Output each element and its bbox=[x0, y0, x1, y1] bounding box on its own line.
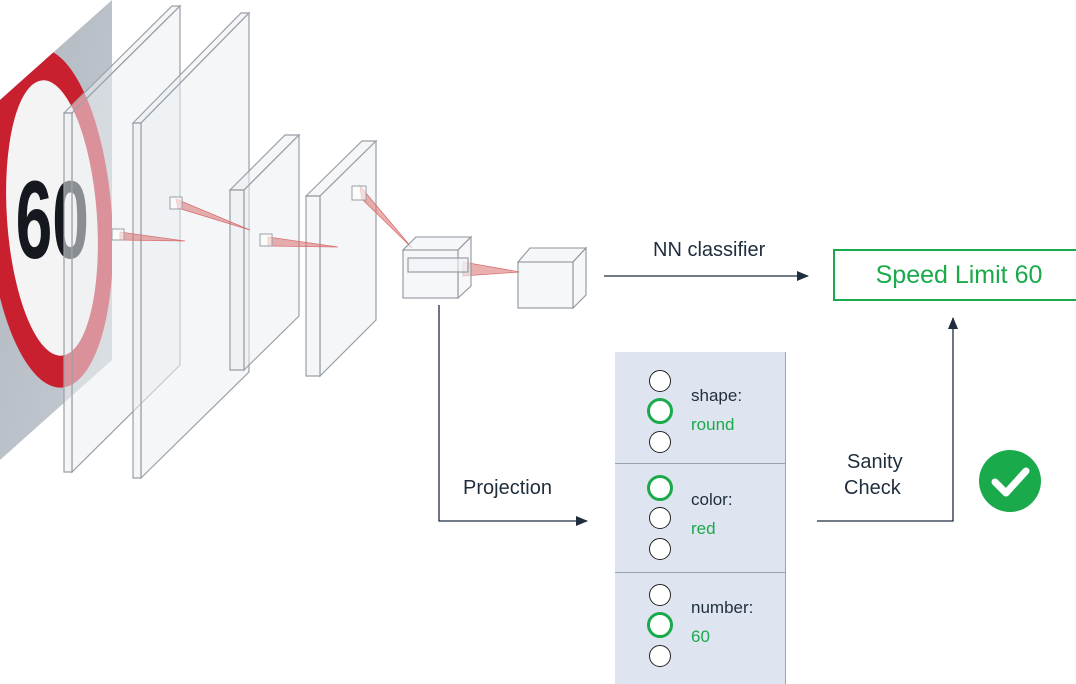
attribute-value-color: red bbox=[691, 519, 716, 538]
conv-layer-3 bbox=[228, 133, 301, 372]
concept-option-circle-selected bbox=[647, 398, 673, 424]
concept-option-circle bbox=[649, 538, 671, 560]
conv-layer-2 bbox=[131, 11, 251, 480]
concept-option-circle bbox=[649, 645, 671, 667]
concept-option-circle bbox=[649, 370, 671, 392]
sanity-check-arrow bbox=[817, 317, 958, 522]
sanity-check-label-line2: Check bbox=[844, 477, 901, 499]
feature-cube-2 bbox=[516, 246, 588, 310]
projection-arrow bbox=[438, 305, 588, 526]
check-circle-icon bbox=[979, 450, 1041, 512]
attribute-name-color: color: bbox=[691, 490, 733, 509]
sanity-check-label-line1: Sanity bbox=[847, 451, 903, 473]
feature-cube-1 bbox=[401, 235, 473, 300]
result-label: Speed Limit 60 bbox=[875, 261, 1043, 289]
nn-classifier-label: NN classifier bbox=[653, 239, 766, 261]
attribute-value-number: 60 bbox=[691, 627, 710, 646]
conv-layer-4 bbox=[304, 139, 378, 378]
concept-option-circle-selected bbox=[647, 612, 673, 638]
panel-divider bbox=[615, 463, 786, 464]
attribute-name-number: number: bbox=[691, 598, 754, 617]
concept-option-circle-selected bbox=[647, 475, 673, 501]
projection-label: Projection bbox=[463, 477, 552, 499]
concept-panel: shape: round color: red number: 60 bbox=[615, 352, 786, 684]
concept-option-circle bbox=[649, 431, 671, 453]
attribute-name-shape: shape: bbox=[691, 386, 743, 405]
receptive-fields bbox=[111, 184, 521, 277]
concept-option-circle bbox=[649, 584, 671, 606]
result-box: Speed Limit 60 bbox=[833, 249, 1076, 301]
panel-divider bbox=[615, 572, 786, 573]
attribute-value-shape: round bbox=[691, 415, 735, 434]
concept-option-circle bbox=[649, 507, 671, 529]
